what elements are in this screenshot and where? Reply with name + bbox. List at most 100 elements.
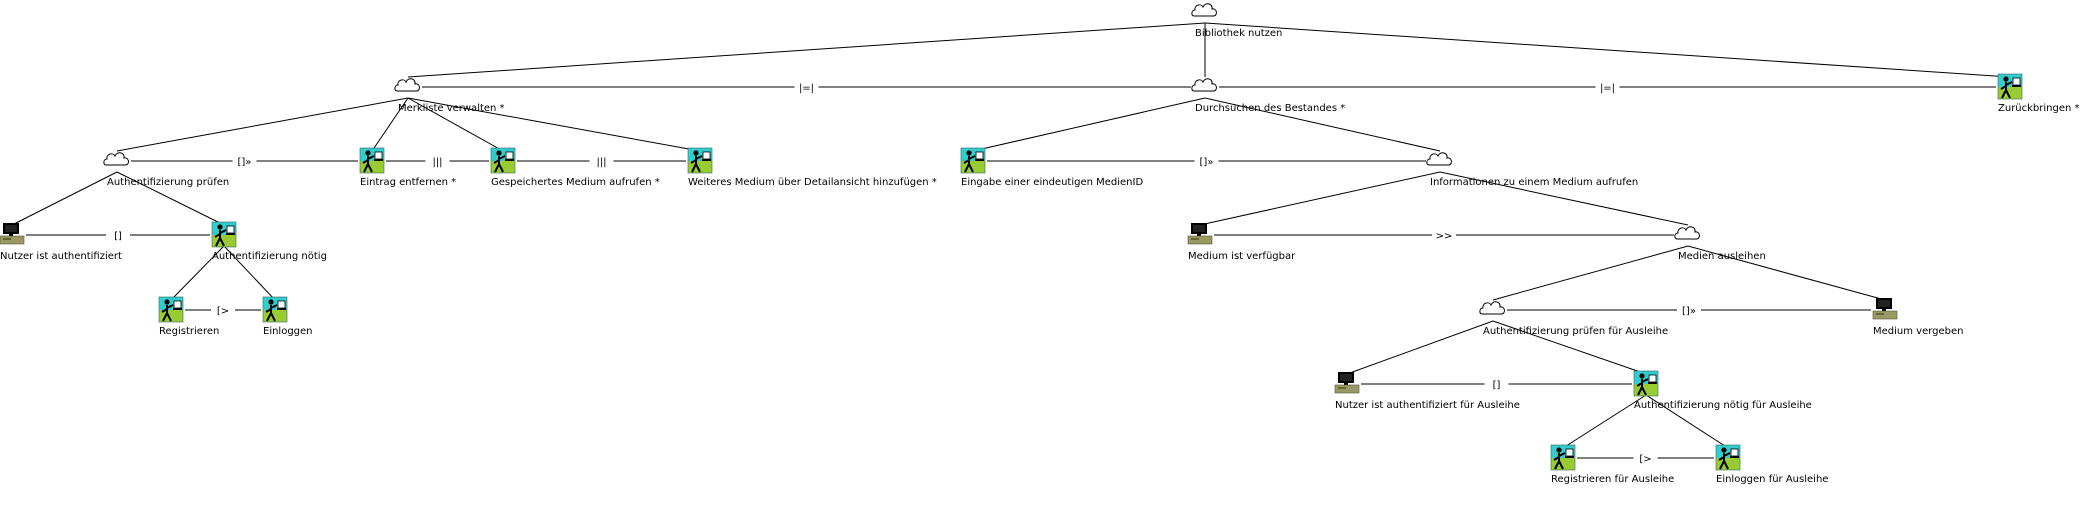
task-node-ausleih[interactable]: Medien ausleihen xyxy=(1674,226,1766,262)
task-label: Gespeichertes Medium aufrufen * xyxy=(491,177,660,188)
hierarchy-edge-info-ausleih xyxy=(1439,171,1689,226)
task-node-merkliste[interactable]: Merkliste verwalten * xyxy=(394,78,505,114)
hierarchy-edge-authp-nutzauth xyxy=(11,171,118,226)
task-label: Authentifizierung prüfen für Ausleihe xyxy=(1483,326,1668,337)
hierarchy-edge-info-verfueg xyxy=(1199,171,1441,226)
cloud-icon xyxy=(1479,301,1505,315)
task-node-vergeben[interactable]: Medium vergeben xyxy=(1872,297,1964,337)
operator-label: ||| xyxy=(596,157,606,168)
hierarchy-edge-merkliste-gespeich xyxy=(407,97,504,152)
task-node-authp[interactable]: Authentifizierung prüfen xyxy=(103,152,229,188)
cloud-icon xyxy=(1426,152,1452,166)
operator-label: []» xyxy=(238,157,252,168)
operator-label: []» xyxy=(1682,306,1696,317)
hierarchy-edge-authna-registra xyxy=(1562,394,1647,449)
hierarchy-edge-root-merkliste xyxy=(407,22,1206,78)
task-node-zurueck[interactable]: Zurückbringen * xyxy=(1997,73,2080,114)
hierarchy-edge-authpa-authna xyxy=(1492,320,1647,375)
computer-icon xyxy=(0,222,25,245)
task-label: Zurückbringen * xyxy=(1998,103,2080,114)
hierarchy-edge-durchsuch-info xyxy=(1204,97,1441,152)
task-label: Einloggen xyxy=(263,326,313,337)
user-interaction-icon xyxy=(158,296,184,323)
user-interaction-icon xyxy=(960,147,986,174)
operator-background xyxy=(589,154,614,168)
hierarchy-edge-merkliste-eintrag xyxy=(371,97,409,152)
task-label: Nutzer ist authentifiziert xyxy=(0,251,122,262)
operator-label: |=| xyxy=(799,83,814,94)
task-node-authn[interactable]: Authentifizierung nötig xyxy=(211,221,327,262)
task-node-authna[interactable]: Authentifizierung nötig für Ausleihe xyxy=(1633,370,1812,411)
task-node-authpa[interactable]: Authentifizierung prüfen für Ausleihe xyxy=(1479,301,1668,337)
cloud-icon xyxy=(1674,226,1700,240)
operator-background xyxy=(1633,451,1658,465)
hierarchy-edge-authp-authn xyxy=(116,171,225,226)
operator-background xyxy=(1432,228,1456,242)
task-node-verfueg[interactable]: Medium ist verfügbar xyxy=(1187,222,1296,262)
user-interaction-icon xyxy=(359,147,385,174)
task-node-registra[interactable]: Registrieren für Ausleihe xyxy=(1550,444,1674,485)
operator-label: >> xyxy=(1436,231,1453,242)
operator-label: ||| xyxy=(432,157,442,168)
operators-layer: |=||=|[]»||||||[][>[]»>>[]»[][> xyxy=(106,80,1701,465)
task-label: Medium vergeben xyxy=(1873,326,1964,337)
user-interaction-icon xyxy=(1550,444,1576,471)
computer-icon xyxy=(1872,297,1898,320)
operator-label: [] xyxy=(114,231,122,242)
task-label: Durchsuchen des Bestandes * xyxy=(1195,103,1345,114)
operator-background xyxy=(211,303,235,317)
hierarchy-edge-authn-registr xyxy=(170,245,225,301)
task-node-einlog[interactable]: Einloggen xyxy=(262,296,313,337)
task-node-einloga[interactable]: Einloggen für Ausleihe xyxy=(1715,444,1828,485)
task-node-gespeich[interactable]: Gespeichertes Medium aufrufen * xyxy=(490,147,660,188)
cloud-icon xyxy=(1191,78,1217,92)
operator-background xyxy=(232,154,257,168)
user-interaction-icon xyxy=(262,296,288,323)
operator-label: [> xyxy=(217,306,229,317)
task-label: Weiteres Medium über Detailansicht hinzu… xyxy=(688,177,937,188)
task-label: Eintrag entfernen * xyxy=(360,177,456,188)
task-node-registr[interactable]: Registrieren xyxy=(158,296,219,337)
operator-background xyxy=(1484,377,1509,391)
task-label: Medien ausleihen xyxy=(1678,251,1766,262)
hierarchy-edge-durchsuch-eingabe xyxy=(972,97,1206,152)
task-label: Informationen zu einem Medium aufrufen xyxy=(1430,177,1638,188)
operator-label: []» xyxy=(1200,157,1214,168)
operator-background xyxy=(794,80,819,94)
hierarchy-edge-merkliste-authp xyxy=(116,97,409,152)
task-node-nutzauth[interactable]: Nutzer ist authentifiziert xyxy=(0,222,122,262)
operator-background xyxy=(1194,154,1219,168)
operator-background xyxy=(425,154,450,168)
task-node-durchsuch[interactable]: Durchsuchen des Bestandes * xyxy=(1191,78,1345,114)
operator-label: |=| xyxy=(1600,83,1615,94)
task-label: Authentifizierung nötig für Ausleihe xyxy=(1634,400,1812,411)
user-interaction-icon xyxy=(1997,73,2023,100)
user-interaction-icon xyxy=(211,221,237,248)
task-label: Einloggen für Ausleihe xyxy=(1716,474,1828,485)
cloud-icon xyxy=(1191,3,1217,17)
cloud-icon xyxy=(394,78,420,92)
task-label: Registrieren für Ausleihe xyxy=(1551,474,1674,485)
user-interaction-icon xyxy=(1715,444,1741,471)
task-label: Eingabe einer eindeutigen MedienID xyxy=(961,177,1143,188)
hierarchy-edge-authna-einloga xyxy=(1645,394,1729,449)
task-node-eingabe[interactable]: Eingabe einer eindeutigen MedienID xyxy=(960,147,1143,188)
computer-icon xyxy=(1334,371,1360,394)
cloud-icon xyxy=(103,152,129,166)
task-label: Bibliothek nutzen xyxy=(1195,28,1282,39)
task-node-weiteres[interactable]: Weiteres Medium über Detailansicht hinzu… xyxy=(687,147,937,188)
task-node-eintrag[interactable]: Eintrag entfernen * xyxy=(359,147,456,188)
user-interaction-icon xyxy=(1633,370,1659,397)
task-node-info[interactable]: Informationen zu einem Medium aufrufen xyxy=(1426,152,1638,188)
task-label: Authentifizierung prüfen xyxy=(107,177,229,188)
task-node-nutzautha[interactable]: Nutzer ist authentifiziert für Ausleihe xyxy=(1334,371,1520,411)
task-label: Nutzer ist authentifiziert für Ausleihe xyxy=(1335,400,1520,411)
edges-layer xyxy=(11,22,2011,459)
task-label: Registrieren xyxy=(159,326,219,337)
user-interaction-icon xyxy=(687,147,713,174)
task-node-root[interactable]: Bibliothek nutzen xyxy=(1191,3,1283,39)
operator-background xyxy=(1595,80,1620,94)
hierarchy-edge-authn-einlog xyxy=(223,245,276,301)
